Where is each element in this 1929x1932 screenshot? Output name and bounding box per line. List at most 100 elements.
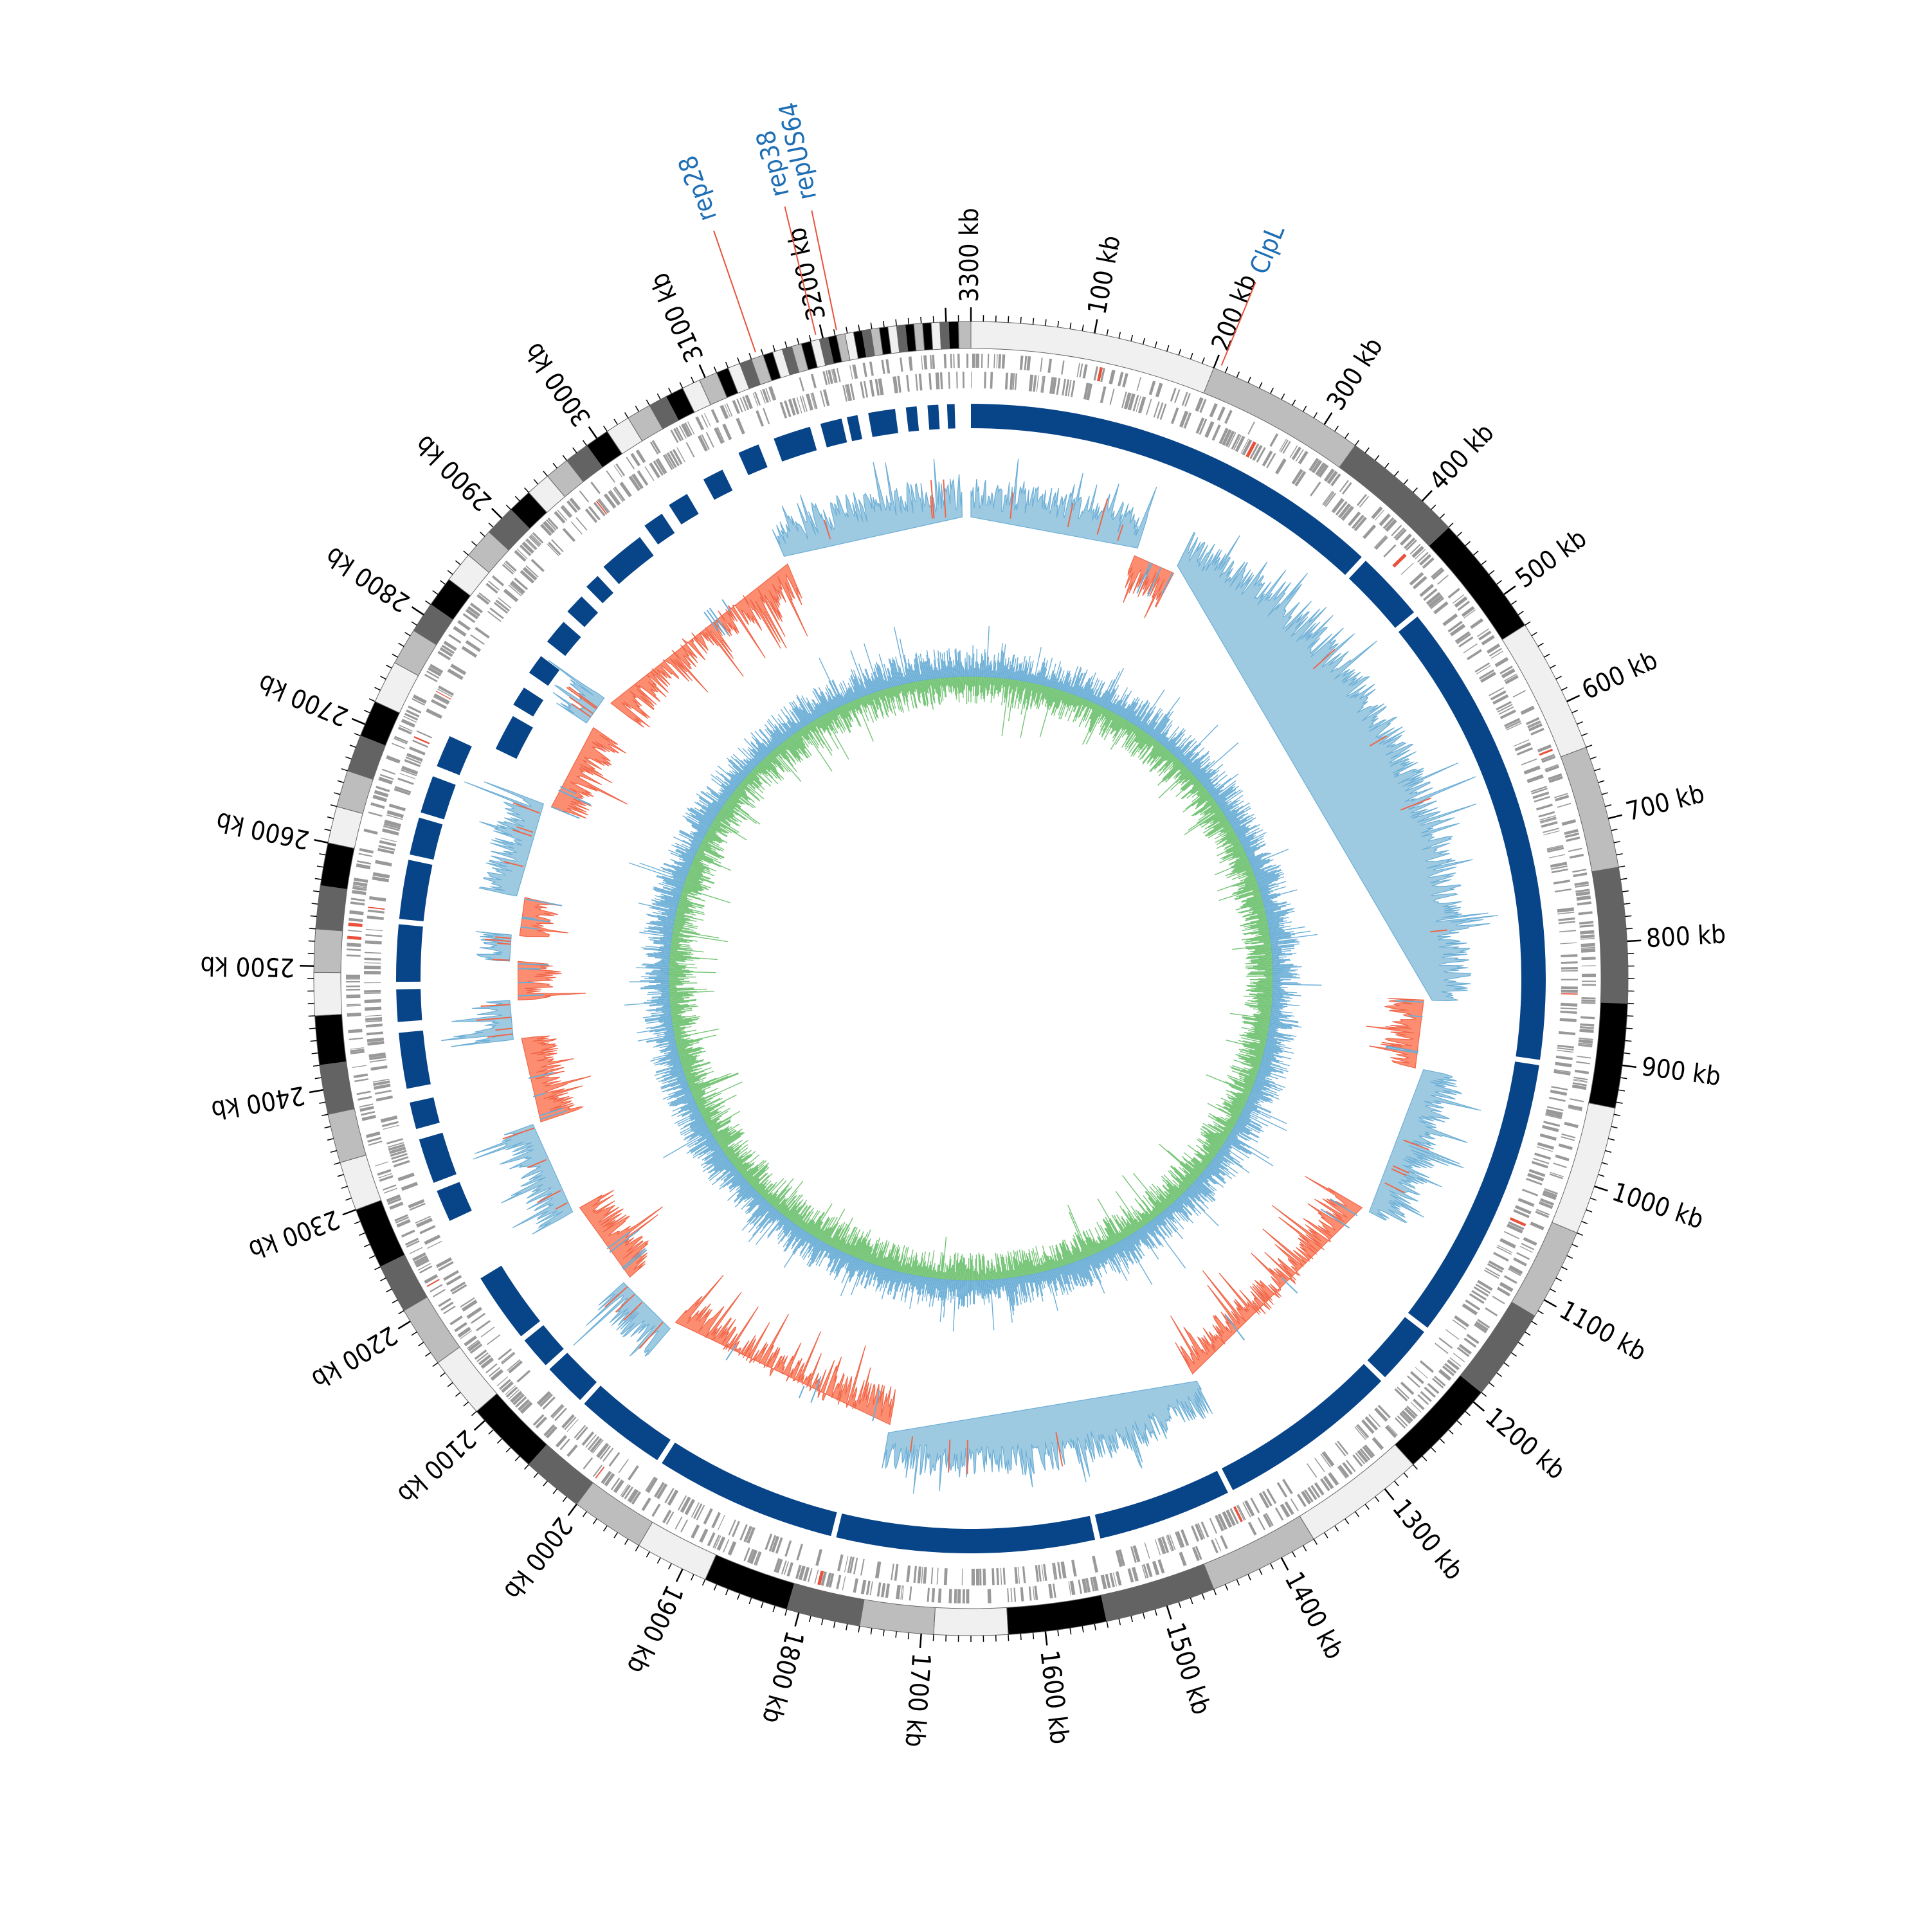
gc-bar	[964, 1281, 965, 1306]
similarity-block	[496, 716, 533, 759]
gene-feature	[1079, 363, 1083, 377]
gene-feature	[948, 1589, 952, 1603]
gene-feature	[976, 1569, 979, 1585]
gc-bar	[962, 676, 963, 694]
gc-bar	[995, 671, 996, 678]
gene-feature	[1018, 1567, 1020, 1584]
gene-feature	[962, 1569, 963, 1585]
gene-feature	[1157, 1559, 1164, 1573]
gc-bar	[669, 964, 679, 965]
gene-feature	[1040, 357, 1042, 372]
gene-feature	[1561, 986, 1578, 989]
gene-feature	[1530, 1222, 1544, 1231]
gene-feature	[728, 1541, 737, 1555]
gc-bar	[1272, 962, 1283, 963]
gene-feature	[1572, 869, 1586, 872]
gc-bar	[669, 972, 691, 973]
gene-feature	[1558, 917, 1575, 921]
gene-feature	[1536, 804, 1553, 811]
skew-positive-segment	[882, 1381, 1213, 1494]
gene-feature	[1053, 1584, 1056, 1598]
gene-feature	[1556, 1056, 1573, 1060]
gene-feature	[1145, 1542, 1150, 1558]
gene-feature	[1582, 965, 1596, 966]
gene-feature	[781, 1560, 787, 1575]
gene-feature	[1033, 375, 1037, 392]
similarity-block	[513, 687, 543, 716]
gene-feature	[1005, 373, 1008, 390]
gc-bar	[651, 972, 669, 973]
gene-feature	[1492, 1296, 1505, 1304]
gene-feature	[860, 1559, 865, 1576]
gene-feature	[1448, 588, 1460, 598]
gene-feature	[1582, 984, 1596, 986]
gene-feature	[853, 1558, 858, 1575]
gene-feature	[1561, 967, 1578, 970]
gc-bar	[975, 1259, 976, 1281]
gene-feature	[1504, 1275, 1517, 1284]
gc-bar	[644, 986, 669, 987]
gc-bar	[1103, 671, 1120, 707]
similarity-block	[586, 576, 613, 603]
gene-feature	[875, 1561, 881, 1578]
gene-feature	[1024, 356, 1028, 370]
gc-bar	[1248, 973, 1272, 974]
gene-feature	[1060, 1562, 1066, 1579]
gene-feature	[932, 1588, 936, 1602]
gene-feature	[906, 1566, 910, 1582]
similarity-block	[847, 415, 862, 442]
gene-feature	[1523, 1237, 1537, 1246]
similarity-block	[868, 409, 898, 437]
gene-feature	[1573, 872, 1587, 877]
gene-feature	[1001, 1568, 1002, 1585]
gene-feature	[1209, 403, 1218, 417]
gene-feature	[1513, 1258, 1526, 1267]
gene-feature	[609, 1452, 620, 1467]
similarity-block	[774, 427, 817, 462]
gene-feature	[1579, 921, 1593, 925]
gene-feature	[1581, 957, 1595, 960]
gene-feature	[1048, 1584, 1053, 1598]
gene-feature	[1580, 943, 1595, 947]
gene-feature	[619, 1459, 629, 1473]
gene-feature	[1487, 644, 1500, 654]
gene-feature	[1419, 584, 1434, 597]
gene-feature	[1433, 601, 1448, 614]
gene-feature	[1310, 482, 1321, 496]
gene-feature	[1420, 1360, 1434, 1373]
gene-feature	[988, 1589, 992, 1603]
gc-bar	[962, 1262, 963, 1280]
similarity-block	[947, 404, 955, 428]
gene-feature	[1116, 1571, 1122, 1585]
gc-bar	[1273, 968, 1291, 969]
gc-bar	[669, 962, 678, 963]
gene-feature	[927, 1588, 930, 1602]
skew-negative-segment	[676, 1275, 896, 1424]
similarity-block	[662, 1443, 837, 1536]
gene-feature	[1438, 1337, 1453, 1349]
gc-skew-track	[441, 459, 1498, 1494]
gene-feature	[732, 1521, 740, 1537]
gene-feature	[1037, 375, 1039, 392]
skew-negative-segment	[520, 898, 568, 937]
gc-bar	[653, 970, 669, 971]
similarity-block	[738, 444, 767, 475]
gene-feature	[1564, 1122, 1578, 1128]
gene-feature	[1522, 1189, 1538, 1196]
gene-feature	[1520, 1246, 1533, 1253]
gc-bar	[669, 969, 682, 970]
gene-feature	[1339, 480, 1349, 492]
gene-feature	[1034, 1586, 1038, 1600]
gene-feature	[836, 1575, 841, 1589]
similarity-block	[421, 776, 456, 819]
gene-feature	[1057, 1562, 1062, 1579]
gene-feature	[1534, 1153, 1551, 1160]
similarity-block	[480, 1266, 540, 1337]
gc-bar	[1255, 969, 1273, 970]
gene-feature	[1110, 388, 1115, 405]
gene-feature	[1078, 1580, 1082, 1594]
gc-bar	[958, 1281, 959, 1297]
gene-feature	[1413, 576, 1427, 590]
gene-feature	[1561, 961, 1578, 964]
gene-feature	[1521, 705, 1535, 715]
